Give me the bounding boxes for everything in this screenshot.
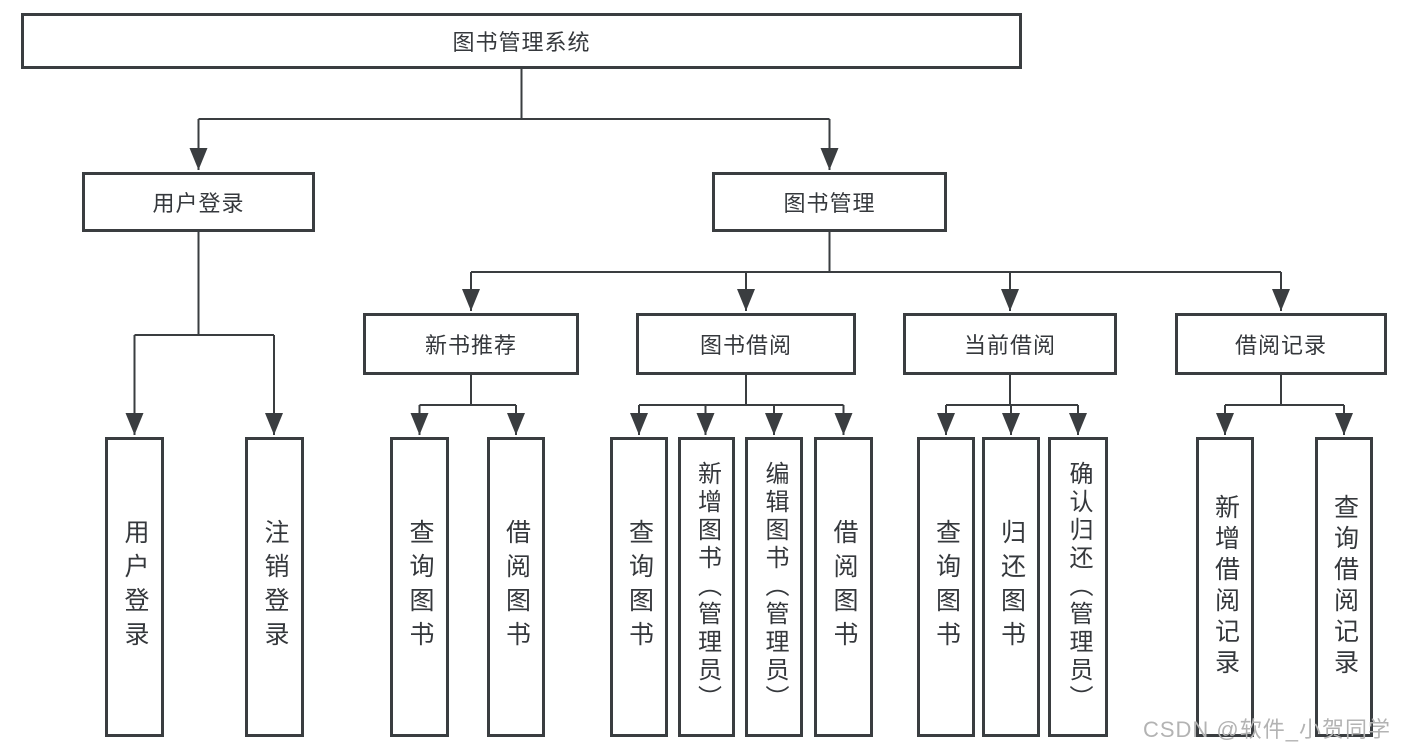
leaf-borrow-books-1-label: 借阅图书 [502, 519, 531, 655]
leaf-query-borrow-record-label: 查询借阅记录 [1330, 494, 1359, 680]
leaf-return-books: 归还图书 [982, 437, 1040, 737]
leaf-query-books-1-label: 查询图书 [406, 519, 434, 655]
leaf-query-books-1: 查询图书 [390, 437, 449, 737]
node-root: 图书管理系统 [21, 13, 1022, 69]
leaf-confirm-return-admin-label: 确认归还（管理员） [1065, 461, 1092, 713]
node-borrow-records-label: 借阅记录 [1234, 333, 1327, 358]
leaf-edit-books-admin: 编辑图书（管理员） [745, 437, 803, 737]
node-new-books-label: 新书推荐 [424, 333, 517, 358]
leaf-borrow-books-2: 借阅图书 [814, 437, 873, 737]
leaf-add-books-admin: 新增图书（管理员） [678, 437, 735, 737]
node-new-books: 新书推荐 [363, 313, 579, 375]
leaf-logout-label: 注销登录 [261, 519, 289, 655]
leaf-query-books-3-label: 查询图书 [932, 519, 961, 655]
node-user-login: 用户登录 [82, 172, 315, 232]
node-root-label: 图书管理系统 [452, 30, 591, 55]
leaf-borrow-books-2-label: 借阅图书 [830, 519, 858, 655]
leaf-confirm-return-admin: 确认归还（管理员） [1048, 437, 1108, 737]
leaf-add-borrow-record: 新增借阅记录 [1196, 437, 1254, 737]
leaf-query-books-2: 查询图书 [610, 437, 668, 737]
leaf-query-books-2-label: 查询图书 [625, 519, 654, 655]
node-book-mgmt: 图书管理 [712, 172, 947, 232]
watermark: CSDN @软件_小贺同学 [1142, 717, 1391, 742]
leaf-return-books-label: 归还图书 [997, 519, 1026, 655]
leaf-add-borrow-record-label: 新增借阅记录 [1211, 494, 1240, 680]
leaf-edit-books-admin-label: 编辑图书（管理员） [761, 461, 788, 713]
leaf-user-login-label: 用户登录 [121, 519, 149, 655]
node-borrow-records: 借阅记录 [1175, 313, 1387, 375]
leaf-user-login: 用户登录 [105, 437, 164, 737]
node-current-borrow: 当前借阅 [903, 313, 1117, 375]
node-book-mgmt-label: 图书管理 [783, 191, 876, 216]
leaf-logout: 注销登录 [245, 437, 304, 737]
node-book-borrow: 图书借阅 [636, 313, 856, 375]
node-user-login-label: 用户登录 [152, 191, 245, 216]
node-book-borrow-label: 图书借阅 [699, 333, 792, 358]
leaf-borrow-books-1: 借阅图书 [487, 437, 545, 737]
leaf-add-books-admin-label: 新增图书（管理员） [693, 461, 721, 713]
leaf-query-borrow-record: 查询借阅记录 [1315, 437, 1373, 737]
leaf-query-books-3: 查询图书 [917, 437, 975, 737]
node-current-borrow-label: 当前借阅 [963, 333, 1056, 358]
